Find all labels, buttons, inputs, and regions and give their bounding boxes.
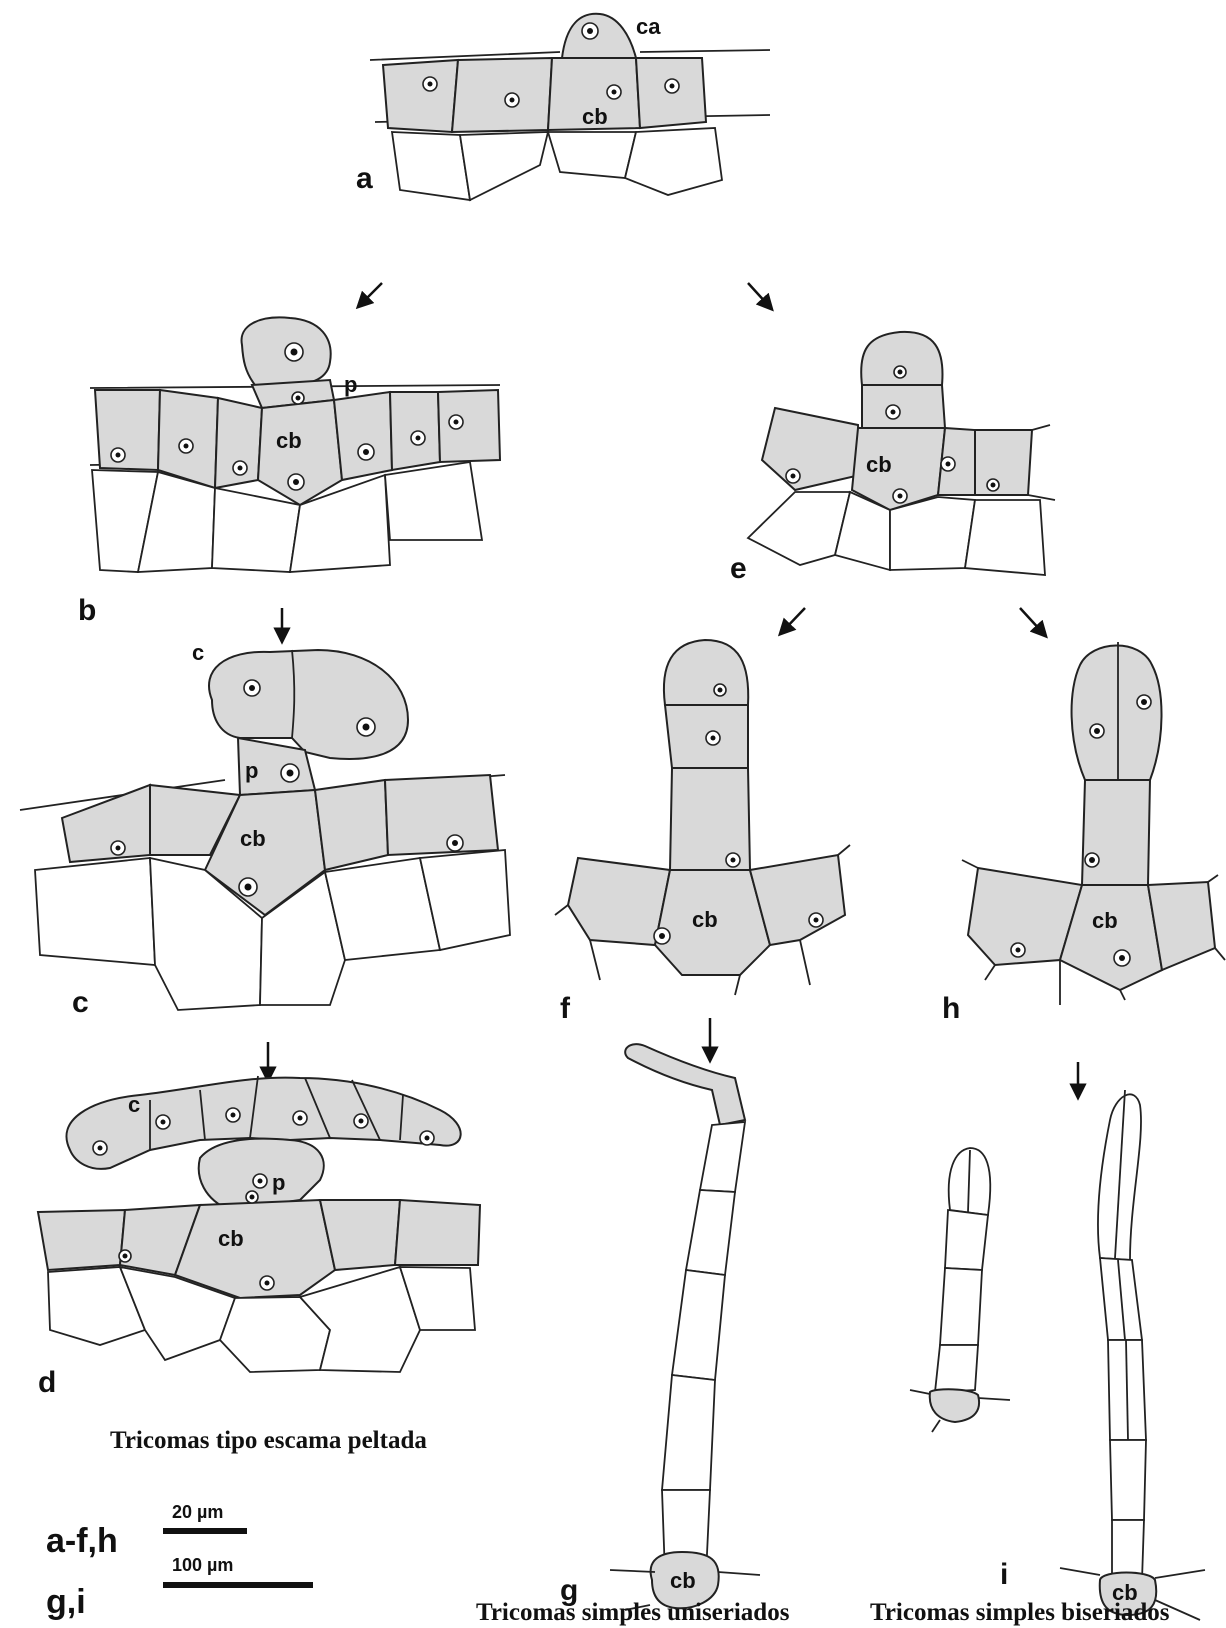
label-cb-h: cb <box>1092 908 1118 933</box>
label-cb-d: cb <box>218 1226 244 1251</box>
scale-label-g-i: g,i <box>46 1583 86 1621</box>
arrow-a-to-b <box>362 283 382 303</box>
panel-label-f: f <box>560 992 571 1025</box>
label-p-c: p <box>245 758 258 783</box>
panel-c-drawing: c p cb <box>20 640 510 1010</box>
scale-bar-100um: g,i 100 µm <box>46 1555 313 1621</box>
panel-g-drawing: cb <box>610 1044 760 1610</box>
label-ca-a: ca <box>636 14 661 39</box>
caption-uniseriate: Tricomas simples uniseriados <box>476 1599 790 1626</box>
label-cb-c: cb <box>240 826 266 851</box>
panel-d-drawing: c p cb <box>38 1076 480 1372</box>
label-c-c: c <box>192 640 204 665</box>
basal-cell-cb-d <box>175 1200 335 1298</box>
panel-label-i: i <box>1000 1558 1008 1591</box>
label-c-d: c <box>128 1092 140 1117</box>
label-cb-b: cb <box>276 428 302 453</box>
caption-peltate: Tricomas tipo escama peltada <box>110 1427 427 1454</box>
panel-label-e: e <box>730 552 747 585</box>
apical-cell-ca <box>562 14 636 58</box>
panel-label-d: d <box>38 1366 56 1399</box>
arrow-e-to-f <box>784 608 805 630</box>
panel-e-drawing: cb <box>748 332 1055 575</box>
label-cb-a: cb <box>582 104 608 129</box>
scale-label-a-f-h: a-f,h <box>46 1522 118 1560</box>
label-cb-f: cb <box>692 907 718 932</box>
arrow-e-to-h <box>1020 608 1042 632</box>
panel-h-drawing: cb <box>962 642 1225 1005</box>
scale-value-100um: 100 µm <box>172 1555 233 1575</box>
label-cb-g: cb <box>670 1568 696 1593</box>
label-cb-e: cb <box>866 452 892 477</box>
caption-biseriate: Tricomas simples biseriados <box>870 1599 1170 1626</box>
panel-f-drawing: cb <box>555 640 850 995</box>
panel-b-drawing: p cb <box>90 317 500 572</box>
panel-a-drawing: ca cb <box>370 14 770 200</box>
panel-i-drawing: cb <box>910 1090 1205 1620</box>
label-p-d: p <box>272 1170 285 1195</box>
panel-label-c: c <box>72 986 89 1019</box>
panel-label-h: h <box>942 992 960 1025</box>
scale-bar-20um: a-f,h 20 µm <box>46 1502 247 1560</box>
panel-label-b: b <box>78 594 96 627</box>
label-p-b: p <box>344 372 357 397</box>
scale-value-20um: 20 µm <box>172 1502 223 1522</box>
arrow-a-to-e <box>748 283 768 305</box>
panel-label-a: a <box>356 162 373 195</box>
